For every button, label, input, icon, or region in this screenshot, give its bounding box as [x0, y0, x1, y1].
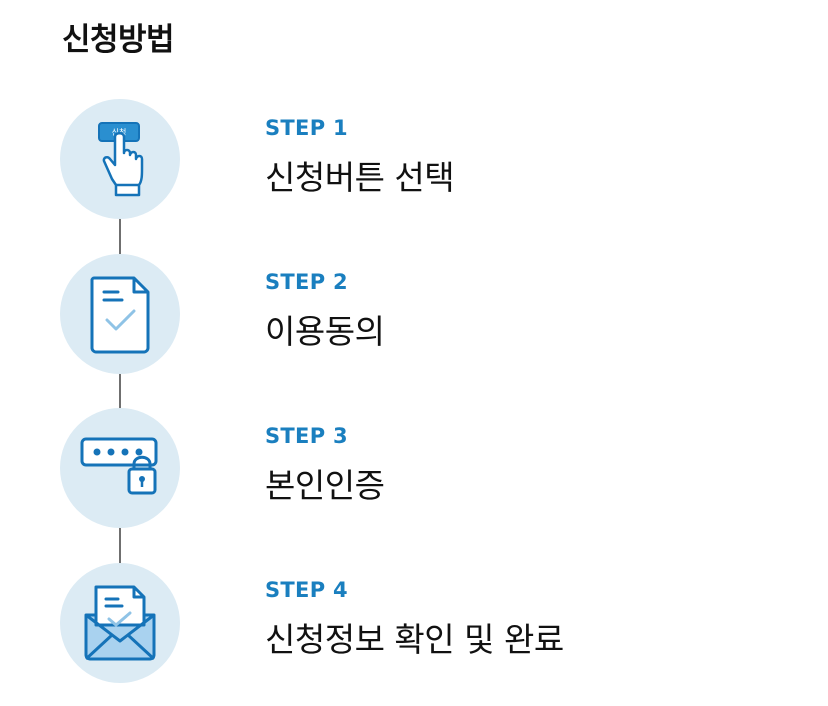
step-1-label: STEP 1 — [265, 116, 348, 140]
step-connector — [119, 527, 121, 563]
step-1-title: 신청버튼 선택 — [265, 158, 455, 197]
step-4-label: STEP 4 — [265, 578, 348, 602]
step-4-icon-circle — [60, 563, 180, 683]
step-4-title: 신청정보 확인 및 완료 — [265, 620, 564, 659]
hand-pointer-icon: 신청 — [98, 122, 144, 197]
step-connector — [119, 373, 121, 409]
step-3-label: STEP 3 — [265, 424, 348, 448]
envelope-check-icon — [84, 585, 156, 661]
step-2-icon-circle — [60, 254, 180, 374]
step-3-title: 본인인증 — [265, 466, 385, 505]
step-connector — [119, 218, 121, 254]
step-2-title: 이용동의 — [265, 312, 385, 351]
password-lock-icon — [80, 437, 158, 495]
step-2-label: STEP 2 — [265, 270, 348, 294]
page-title: 신청방법 — [62, 22, 175, 58]
document-check-icon — [90, 276, 150, 354]
step-1-icon-circle: 신청 — [60, 99, 180, 219]
step-3-icon-circle — [60, 408, 180, 528]
